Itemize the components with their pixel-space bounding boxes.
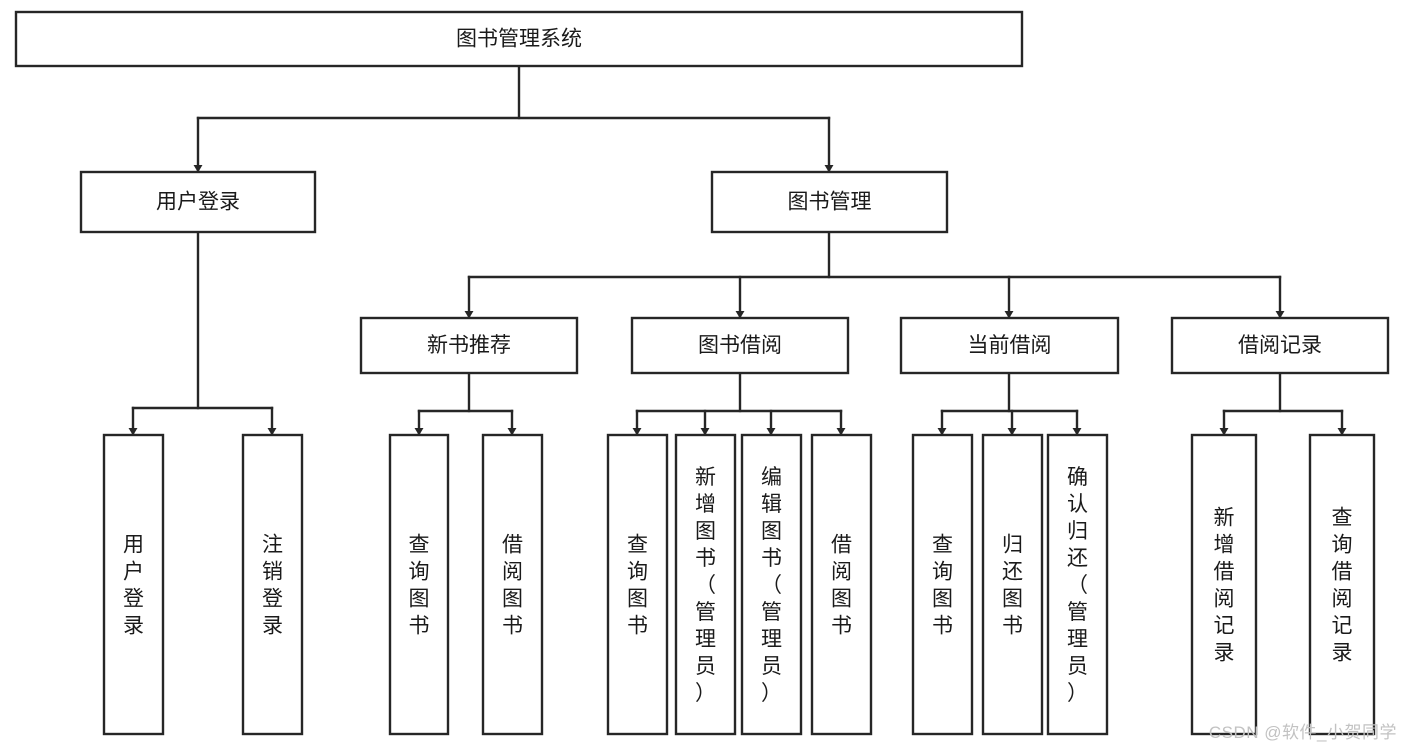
node-leaf-5-label: 新增图书（管理员） — [695, 466, 716, 705]
node-leaf-5-box — [674, 433, 737, 736]
node-level3-2-box — [899, 316, 1120, 375]
node-level3-0-box — [359, 316, 579, 375]
node-leaf-11-box — [1190, 433, 1258, 736]
node-root-system-box — [14, 10, 1024, 68]
node-level2-0-box — [79, 170, 317, 234]
node-level2-1[interactable]: 图书管理 — [710, 170, 949, 234]
node-leaf-2-label: 查询图书 — [409, 534, 430, 638]
edge-level3-to-leaves-0 — [414, 371, 517, 437]
node-level3-3[interactable]: 借阅记录 — [1170, 316, 1390, 375]
node-leaf-0-label: 用户登录 — [123, 534, 144, 638]
node-leaf-10-box — [1046, 433, 1109, 736]
node-leaf-12-box — [1308, 433, 1376, 736]
edge-book-mgmt-to-level3 — [464, 230, 1285, 320]
node-level3-2-label: 当前借阅 — [968, 334, 1052, 357]
node-level3-2[interactable]: 当前借阅 — [899, 316, 1120, 375]
node-leaf-8-label: 查询图书 — [932, 534, 953, 638]
node-leaf-8-box — [911, 433, 974, 736]
node-leaf-0-box — [102, 433, 165, 736]
node-level3-0-label: 新书推荐 — [427, 334, 511, 357]
node-level3-1[interactable]: 图书借阅 — [630, 316, 850, 375]
node-leaf-2-box — [388, 433, 450, 736]
node-leaf-1[interactable]: 注销登录 — [241, 433, 304, 736]
node-level2-1-box — [710, 170, 949, 234]
node-leaf-12[interactable]: 查询借阅记录 — [1308, 433, 1376, 736]
node-level3-3-box — [1170, 316, 1390, 375]
node-level3-3-label: 借阅记录 — [1238, 334, 1322, 357]
node-leaf-6[interactable]: 编辑图书（管理员） — [740, 433, 803, 736]
node-leaf-3-box — [481, 433, 544, 736]
edge-user-login-to-leaves — [128, 230, 277, 437]
node-leaf-7-box — [810, 433, 873, 736]
node-level3-0[interactable]: 新书推荐 — [359, 316, 579, 375]
edge-level3-to-leaves-1 — [632, 371, 846, 437]
node-leaf-12-label: 查询借阅记录 — [1332, 507, 1353, 665]
node-leaf-3[interactable]: 借阅图书 — [481, 433, 544, 736]
node-leaf-10[interactable]: 确认归还（管理员） — [1046, 433, 1109, 736]
node-leaf-10-label: 确认归还（管理员） — [1067, 466, 1088, 705]
node-leaf-3-label: 借阅图书 — [502, 534, 523, 638]
node-root-system-label: 图书管理系统 — [456, 28, 582, 51]
node-level3-1-box — [630, 316, 850, 375]
node-leaf-4-label: 查询图书 — [627, 534, 648, 638]
edge-level3-to-leaves-3 — [1219, 371, 1347, 437]
node-level2-1-label: 图书管理 — [788, 191, 872, 214]
node-root-system[interactable]: 图书管理系统 — [14, 10, 1024, 68]
node-leaf-0[interactable]: 用户登录 — [102, 433, 165, 736]
node-leaf-5[interactable]: 新增图书（管理员） — [674, 433, 737, 736]
node-leaf-6-label: 编辑图书（管理员） — [761, 466, 782, 705]
node-leaf-4[interactable]: 查询图书 — [606, 433, 669, 736]
connector-layer — [128, 64, 1347, 437]
node-leaf-11[interactable]: 新增借阅记录 — [1190, 433, 1258, 736]
node-leaf-2[interactable]: 查询图书 — [388, 433, 450, 736]
edge-level3-to-leaves-2 — [937, 371, 1082, 437]
node-leaf-11-label: 新增借阅记录 — [1214, 507, 1235, 665]
node-leaf-4-box — [606, 433, 669, 736]
csdn-watermark: CSDN @软件_小贺同学 — [1208, 723, 1397, 742]
node-leaf-9-label: 归还图书 — [1002, 534, 1023, 638]
node-leaf-9-box — [981, 433, 1044, 736]
node-leaf-9[interactable]: 归还图书 — [981, 433, 1044, 736]
node-level2-0-label: 用户登录 — [156, 191, 240, 214]
node-leaf-7[interactable]: 借阅图书 — [810, 433, 873, 736]
node-leaf-7-label: 借阅图书 — [831, 534, 852, 638]
node-level3-1-label: 图书借阅 — [698, 334, 782, 357]
node-layer: 图书管理系统用户登录图书管理新书推荐图书借阅当前借阅借阅记录用户登录注销登录查询… — [14, 10, 1390, 736]
node-leaf-8[interactable]: 查询图书 — [911, 433, 974, 736]
node-level2-0[interactable]: 用户登录 — [79, 170, 317, 234]
edge-root-to-level2 — [193, 64, 834, 174]
node-leaf-1-label: 注销登录 — [262, 534, 283, 638]
node-leaf-1-box — [241, 433, 304, 736]
node-leaf-6-box — [740, 433, 803, 736]
